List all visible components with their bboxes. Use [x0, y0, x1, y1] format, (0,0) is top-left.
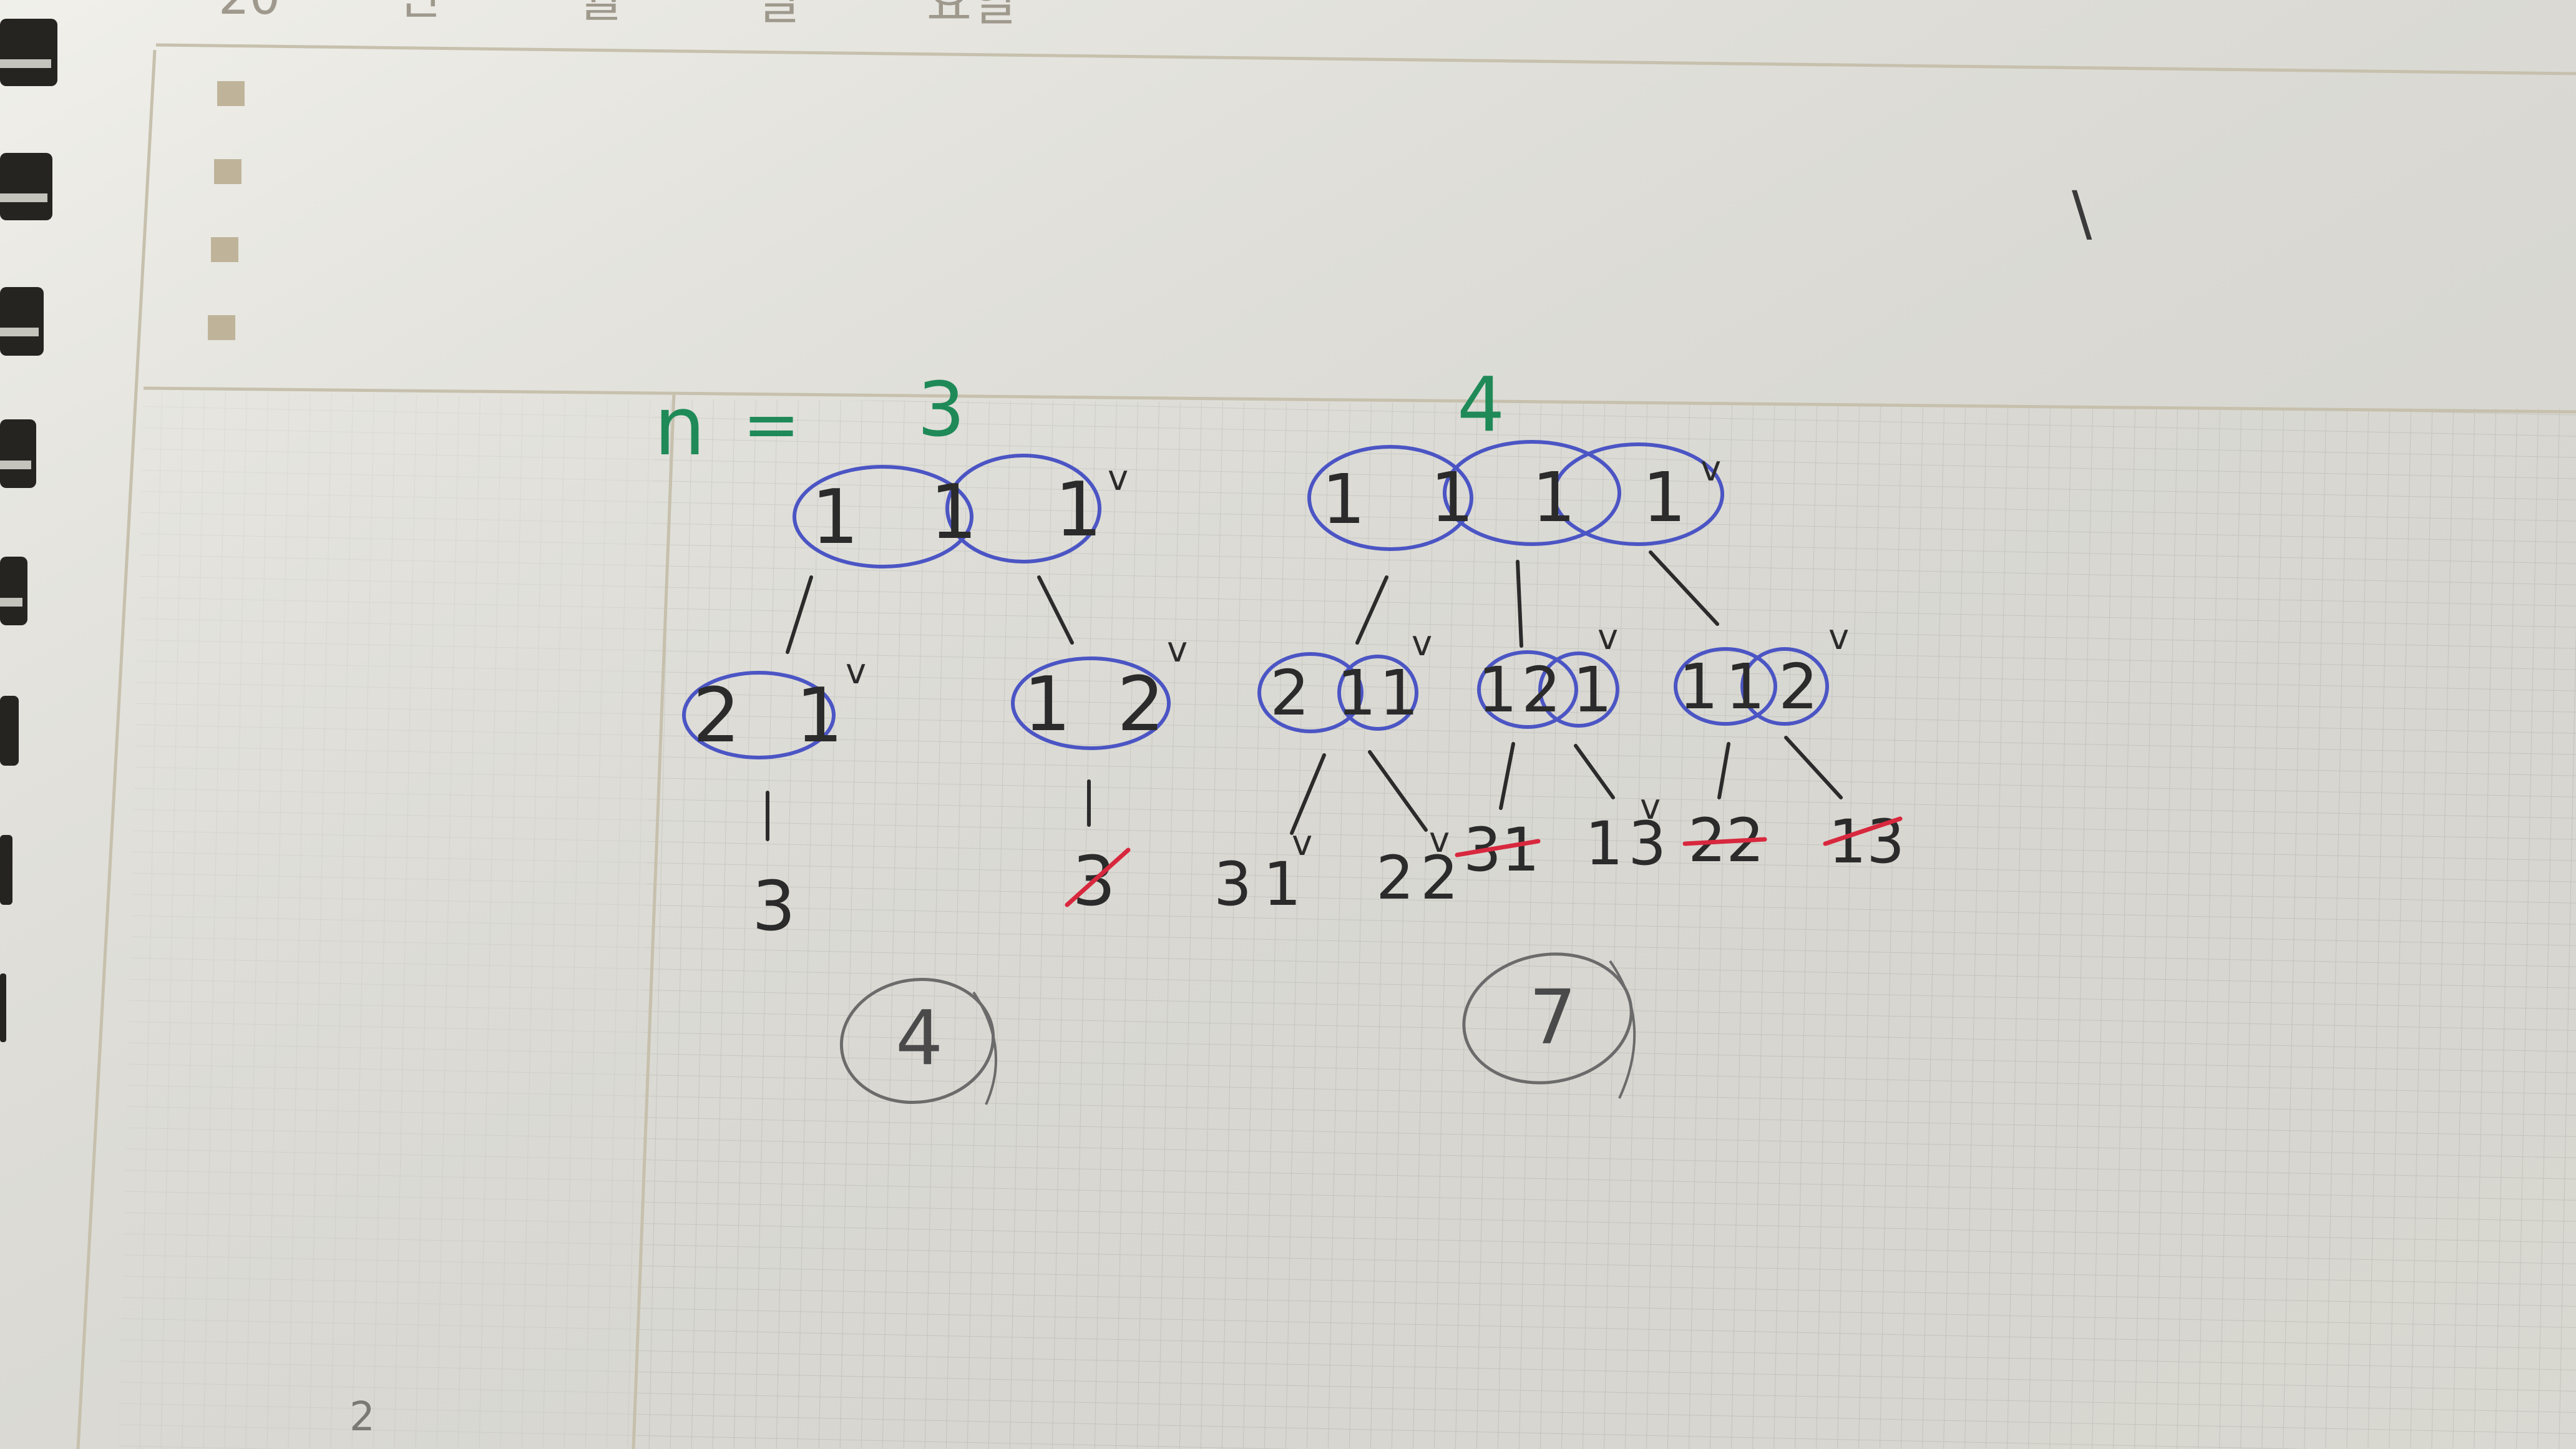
child-digit: 1	[1573, 653, 1612, 726]
tree-branch	[786, 575, 813, 654]
n4-label: 4	[1457, 362, 1505, 449]
child-oval	[682, 671, 836, 759]
child-digit: 2	[1117, 661, 1164, 748]
red-strike	[1682, 837, 1767, 846]
bullet-square	[208, 315, 235, 340]
red-strike	[1455, 839, 1541, 857]
header-weekday-label: 요일	[927, 0, 1017, 32]
check-mark: v	[1598, 617, 1618, 658]
root-group-oval	[945, 454, 1101, 564]
tree-branch	[1784, 736, 1843, 799]
root-group-oval	[1552, 442, 1724, 546]
header-top-rule	[155, 43, 2576, 76]
child-digit: 2	[1521, 653, 1561, 726]
root-digit: 1	[1322, 459, 1365, 539]
child-digit: 1	[1679, 650, 1719, 723]
bullet-square	[211, 237, 238, 262]
check-mark: v	[1700, 449, 1721, 489]
page-number: 2	[349, 1394, 375, 1440]
equals-sign: =	[743, 384, 800, 464]
tree-branch	[1290, 753, 1326, 835]
root-digit: 1	[1055, 467, 1102, 554]
right-tree: 1 1 1 1 v 2 1 1 1 2 1 1 1	[1214, 440, 1905, 1099]
leaf-value: 3	[752, 866, 796, 946]
spiral-binding	[0, 19, 57, 1042]
root-group-oval	[1443, 440, 1621, 546]
check-mark: v	[1108, 458, 1128, 499]
check-mark: v	[1167, 630, 1188, 670]
check-mark: v	[1292, 823, 1312, 864]
header-bottom-rule	[143, 386, 2576, 414]
header-month-label: 월	[577, 0, 622, 28]
tree-branch	[1355, 575, 1388, 645]
check-mark: v	[846, 651, 866, 692]
check-mark: v	[1640, 787, 1661, 827]
child-digit: 2	[693, 673, 740, 759]
check-mark: v	[1412, 623, 1432, 664]
child-digit: 1	[796, 673, 843, 759]
red-strike	[1823, 816, 1903, 846]
root-digit: 1	[1430, 457, 1474, 537]
child-digit: 1	[1478, 653, 1518, 726]
red-strike	[1065, 847, 1131, 907]
root-digit: 1	[1532, 457, 1576, 537]
root-group-oval	[1307, 445, 1473, 551]
tree-branch	[1717, 742, 1730, 799]
leaf-value: 13	[1585, 809, 1671, 879]
root-digit: 1	[1642, 457, 1686, 537]
leaf-value: 31	[1214, 849, 1312, 919]
answer-value: 7	[1529, 975, 1576, 1061]
tree-branch	[1574, 744, 1615, 799]
left-tree: 1 1 1 v 2 1 1 2 v v 3 3	[682, 454, 1188, 1105]
n3-label: 3	[917, 367, 965, 454]
answer-value: 4	[895, 995, 943, 1082]
tree-branch	[1499, 742, 1515, 810]
header-year-suffix: 년	[396, 0, 441, 26]
root-group-oval	[793, 465, 973, 568]
child-digit: 1	[1725, 650, 1765, 723]
root-digit: 1	[930, 469, 977, 556]
margin-rule	[76, 49, 157, 1449]
tree-branch	[1516, 560, 1523, 648]
tree-branch	[1649, 550, 1719, 626]
child-digit: 1	[1337, 656, 1377, 729]
bullet-square	[217, 81, 245, 106]
child-digit: 1	[1379, 656, 1419, 729]
check-mark: v	[1828, 617, 1849, 658]
leaf-value-crossed: 13	[1828, 807, 1905, 877]
child-digit: 2	[1778, 650, 1818, 723]
header-year-label: 20	[218, 0, 280, 26]
column-rule	[632, 393, 676, 1449]
root-digit: 1	[811, 474, 859, 561]
stray-pen-mark: \	[2072, 178, 2092, 248]
bullet-square	[214, 159, 242, 184]
tree-branch	[1037, 575, 1074, 645]
child-digit: 2	[1270, 656, 1310, 729]
child-oval	[1011, 656, 1171, 750]
leaf-value: 22	[1376, 843, 1465, 913]
n-variable-label: n	[654, 379, 705, 474]
check-mark: v	[1429, 820, 1450, 861]
tree-branch	[1368, 750, 1428, 832]
child-digit: 1	[1023, 661, 1071, 748]
header-day-label: 일	[755, 0, 800, 31]
